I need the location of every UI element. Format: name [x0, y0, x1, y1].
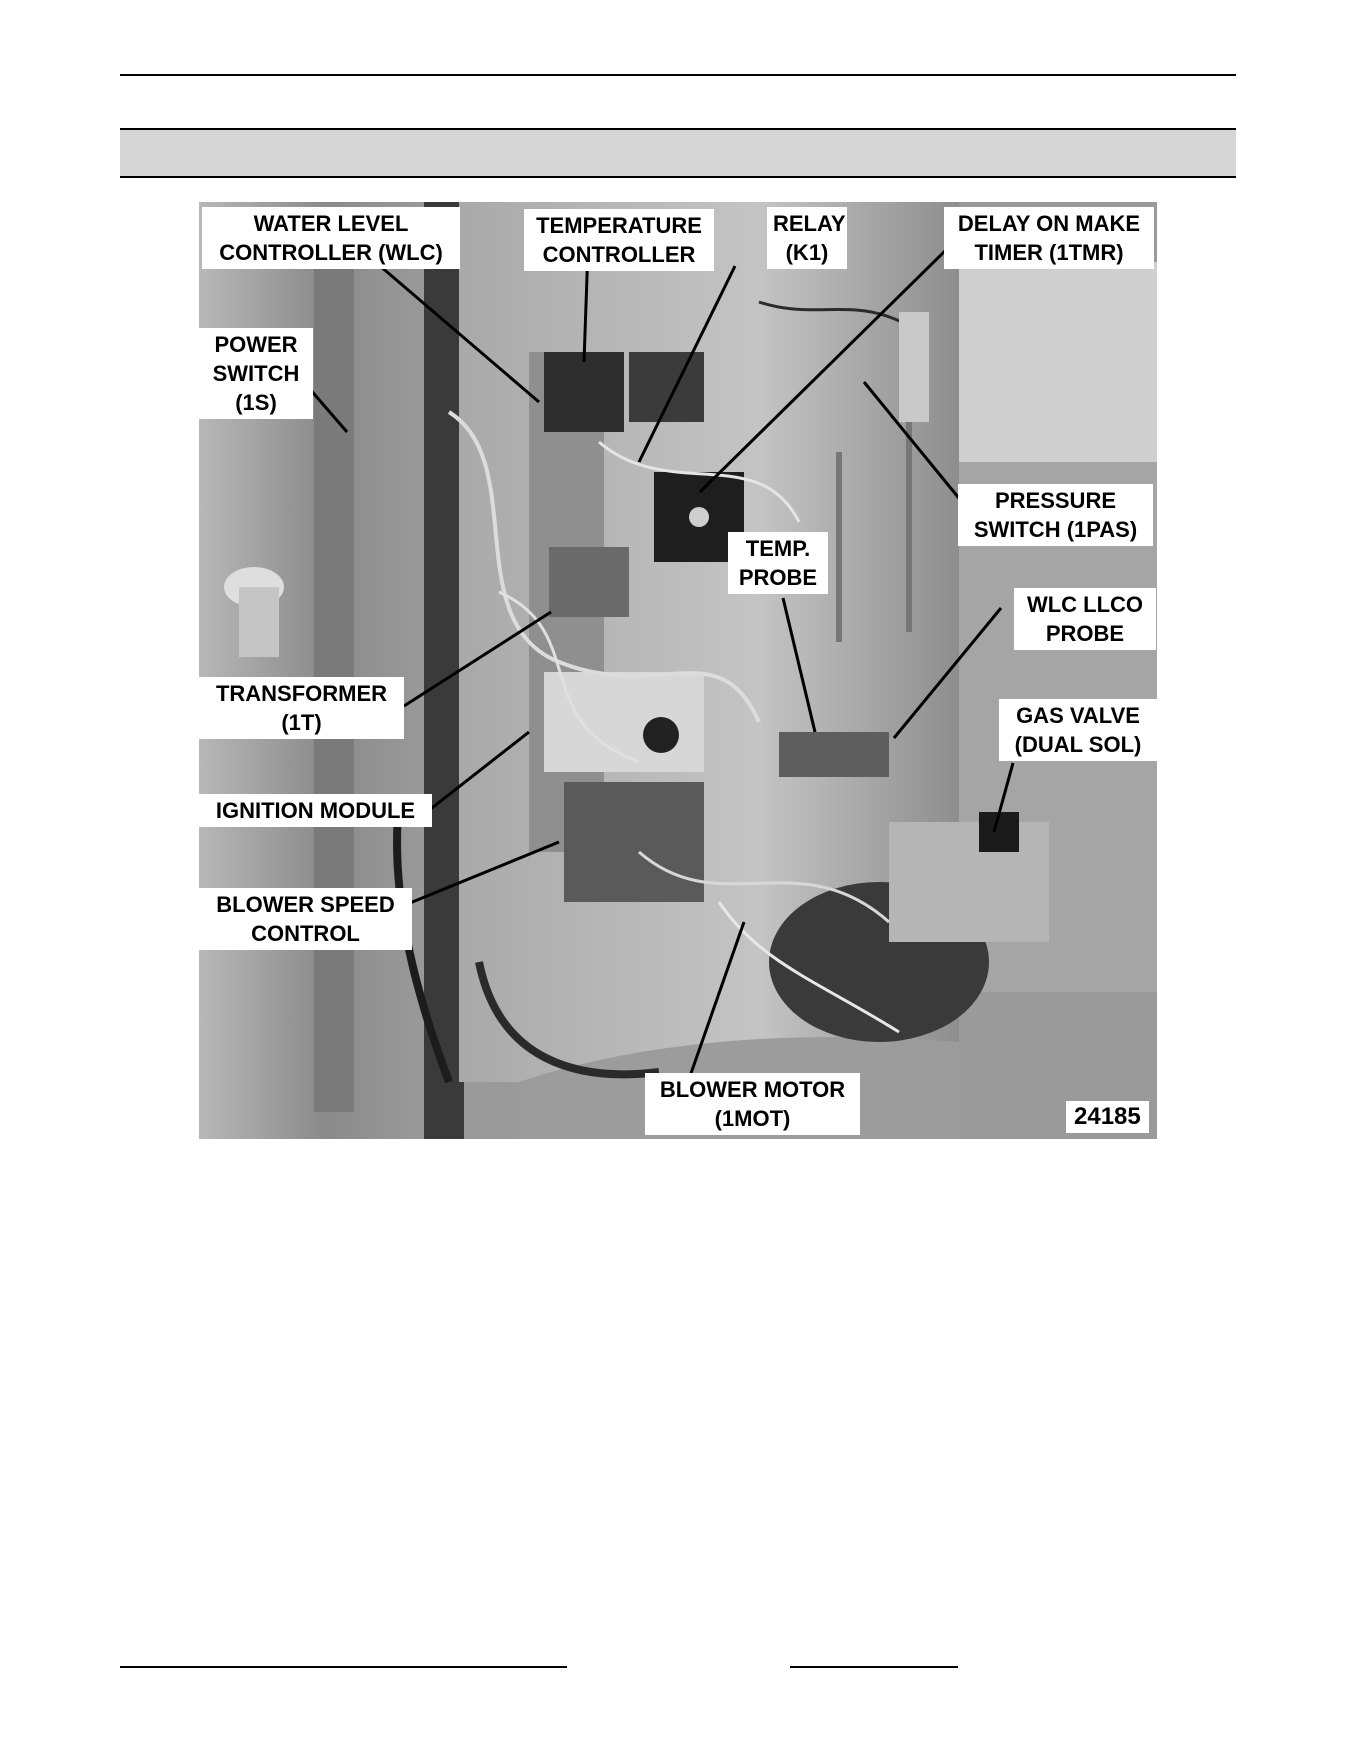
- callout-temp-probe: TEMP. PROBE: [728, 532, 828, 594]
- callout-blower-speed-control: BLOWER SPEED CONTROL: [199, 888, 412, 950]
- footer-rule-left: [120, 1666, 567, 1668]
- equipment-photo: [199, 202, 1157, 1139]
- callout-delay-on-make-timer: DELAY ON MAKE TIMER (1TMR): [944, 207, 1154, 269]
- callout-ignition-module: IGNITION MODULE: [199, 794, 432, 827]
- callout-transformer: TRANSFORMER (1T): [199, 677, 404, 739]
- callout-temperature-controller: TEMPERATURE CONTROLLER: [524, 209, 714, 271]
- section-title-bar: [120, 128, 1236, 178]
- callout-relay: RELAY (K1): [767, 207, 847, 269]
- component-photo-figure: WATER LEVEL CONTROLLER (WLC) TEMPERATURE…: [199, 202, 1157, 1139]
- callout-blower-motor: BLOWER MOTOR (1MOT): [645, 1073, 860, 1135]
- footer-rule-right: [790, 1666, 958, 1668]
- callout-gas-valve: GAS VALVE (DUAL SOL): [999, 699, 1157, 761]
- callout-power-switch: POWER SWITCH (1S): [199, 328, 313, 419]
- callout-wlc-llco-probe: WLC LLCO PROBE: [1014, 588, 1156, 650]
- figure-number: 24185: [1066, 1101, 1149, 1133]
- callout-water-level-controller: WATER LEVEL CONTROLLER (WLC): [202, 207, 460, 269]
- callout-pressure-switch: PRESSURE SWITCH (1PAS): [958, 484, 1153, 546]
- header-rule: [120, 74, 1236, 76]
